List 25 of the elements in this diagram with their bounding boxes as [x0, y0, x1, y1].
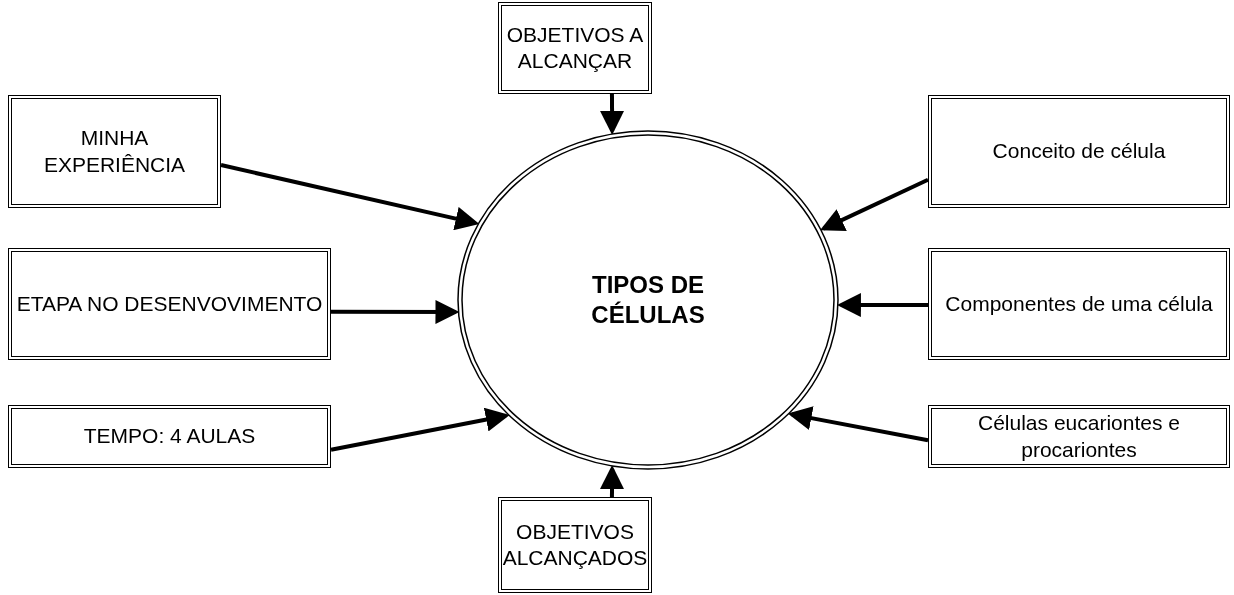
arrow: [331, 300, 460, 325]
text-box: [8, 405, 331, 468]
box-text: OBJETIVOS A ALCANÇAR: [505, 21, 645, 74]
text-box: [498, 497, 652, 593]
arrow: [330, 407, 510, 452]
box-text: Células eucariontes e procariontes: [977, 410, 1181, 463]
text-box: [928, 405, 1230, 468]
box-text: MINHA EXPERIÊNCIA: [42, 125, 187, 178]
box-text: ETAPA NO DESENVOVIMENTO: [15, 290, 324, 317]
text-box: [928, 95, 1230, 208]
box-text: Conceito de célula: [991, 138, 1167, 165]
box-text: OBJETIVOS ALCANÇADOS: [501, 518, 649, 571]
arrow: [600, 464, 624, 497]
text-box: [8, 248, 331, 360]
arrow: [220, 163, 480, 231]
text-box: [498, 2, 652, 94]
topic-ellipse: [457, 130, 839, 470]
text-box: [928, 248, 1230, 360]
arrow: [600, 94, 625, 135]
topic-title: TIPOS DE CÉLULAS: [590, 270, 706, 330]
box-text: TEMPO: 4 AULAS: [82, 423, 257, 450]
arrow: [787, 406, 929, 443]
box-text: Componentes de uma célula: [944, 290, 1214, 317]
text-box: [8, 95, 221, 208]
arrow: [820, 177, 929, 231]
